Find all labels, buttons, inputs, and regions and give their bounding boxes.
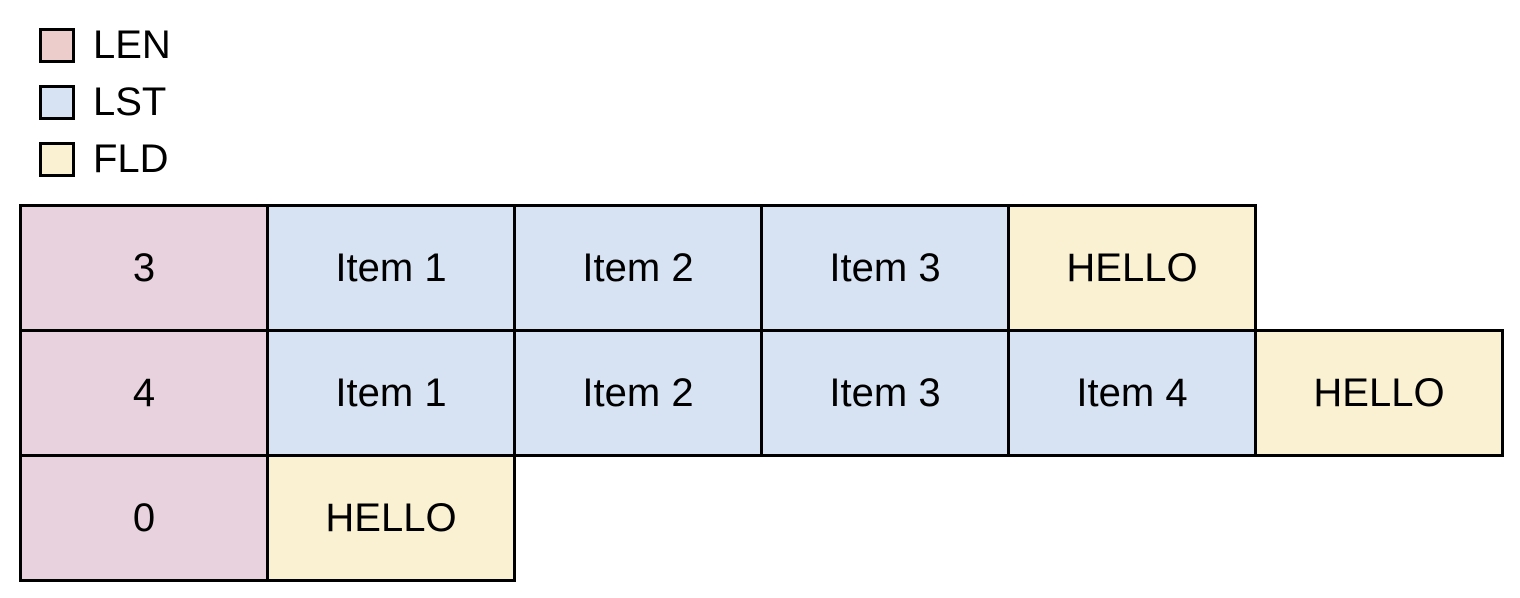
legend-row-lst: LST [39,82,171,122]
table-cell-fld: HELLO [1254,329,1504,457]
table-cell-lst: Item 3 [760,329,1010,457]
table-cell-fld: HELLO [266,454,516,582]
legend-row-len: LEN [39,25,171,65]
table-cell-len: 3 [19,204,269,332]
table-cell-fld: HELLO [1007,204,1257,332]
legend-label-len: LEN [93,23,171,67]
legend-label-lst: LST [93,80,167,124]
table-cell-len: 4 [19,329,269,457]
legend-row-fld: FLD [39,139,171,179]
legend-swatch-len [39,27,75,63]
table-cell-lst: Item 2 [513,204,763,332]
table-cell-lst: Item 1 [266,329,516,457]
legend-label-fld: FLD [93,137,169,181]
legend: LEN LST FLD [39,25,171,196]
legend-swatch-lst [39,84,75,120]
table-cell-lst: Item 2 [513,329,763,457]
legend-swatch-fld [39,141,75,177]
table-cell-lst: Item 3 [760,204,1010,332]
table-cell-lst: Item 1 [266,204,516,332]
table-cell-lst: Item 4 [1007,329,1257,457]
table-cell-len: 0 [19,454,269,582]
